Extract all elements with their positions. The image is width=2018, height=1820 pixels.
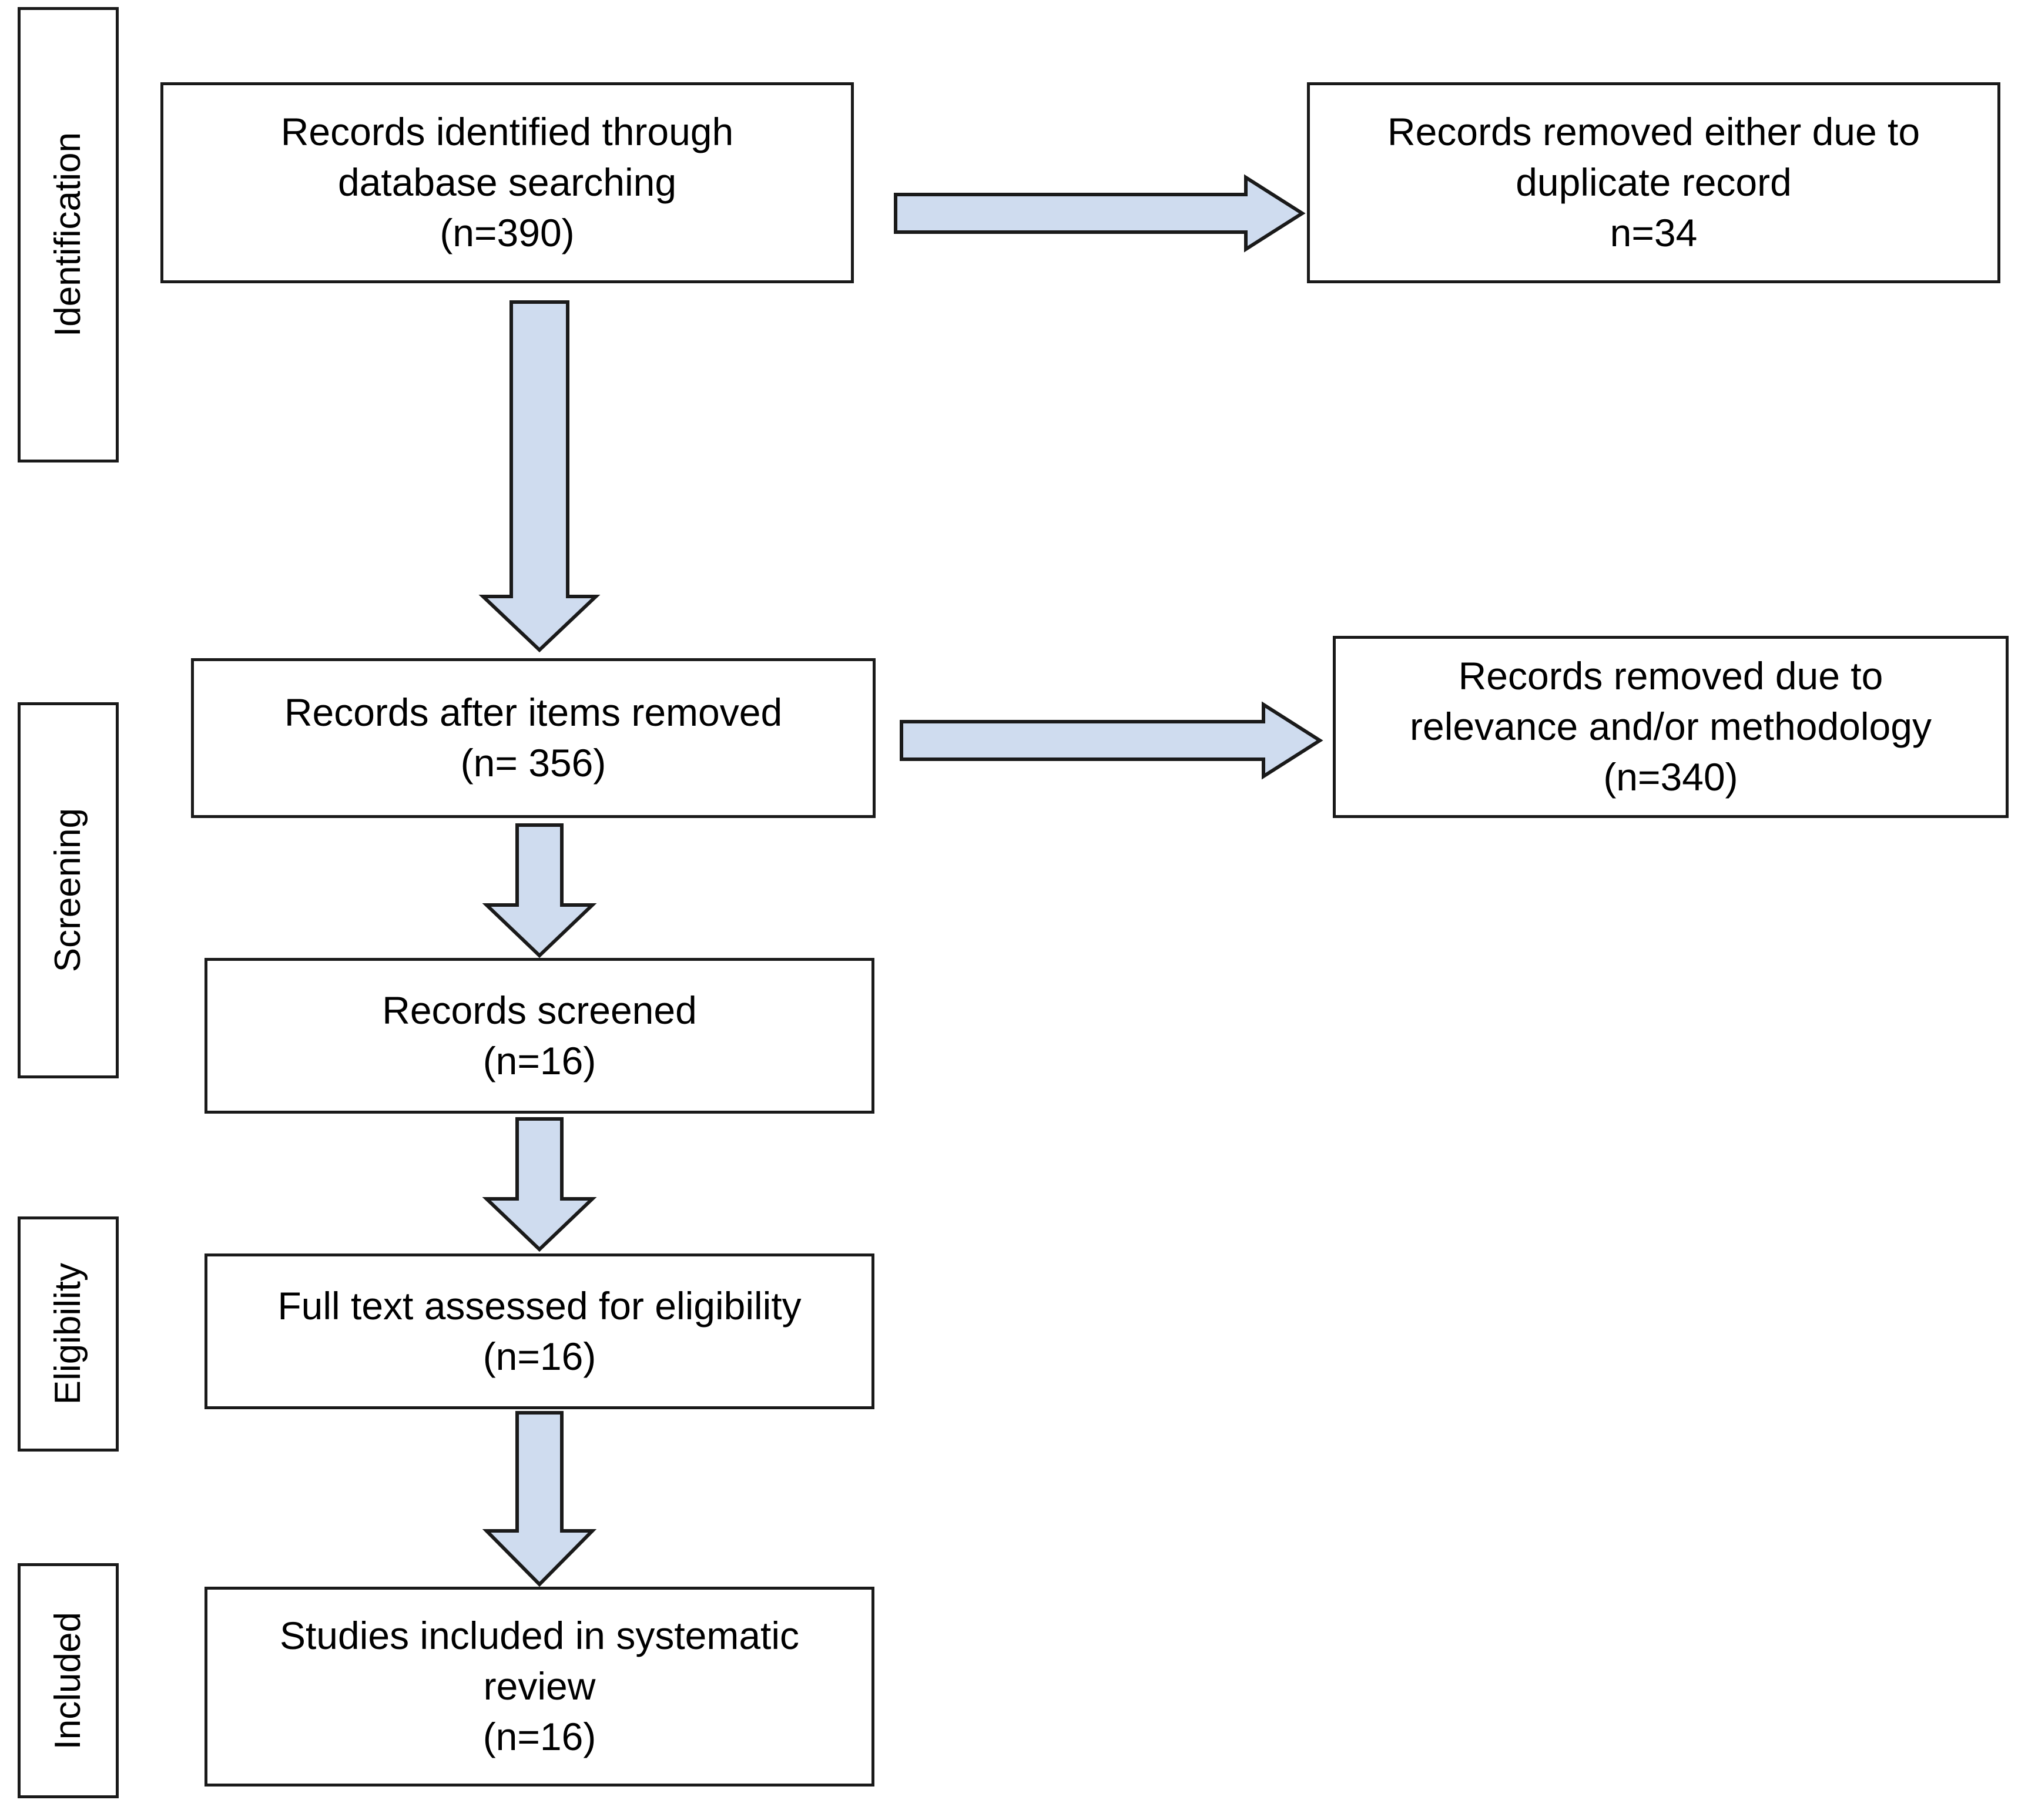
box-duplicates-removed-line3: n=34 (1610, 210, 1698, 254)
down-arrow-icon (482, 1117, 597, 1252)
stage-bar-included: Included (18, 1563, 119, 1798)
box-records-identified-line2: database searching (337, 160, 677, 205)
box-records-after-removal: Records after items removed (n= 356) (191, 658, 876, 818)
box-records-screened-line1: Records screened (382, 988, 697, 1032)
box-records-screened-line2: (n=16) (482, 1038, 596, 1082)
stage-label-included: Included (48, 1611, 88, 1750)
right-arrow-icon (894, 174, 1306, 253)
box-full-text-assessed: Full text assessed for eligibility (n=16… (205, 1253, 874, 1409)
box-records-screened: Records screened (n=16) (205, 958, 874, 1114)
stage-label-screening: Screening (48, 808, 88, 973)
stage-label-eligibility: Eligibility (48, 1263, 88, 1405)
right-arrow-icon (900, 701, 1323, 780)
arrow-identified-to-after-removal (478, 300, 601, 653)
box-records-identified-line1: Records identified through (280, 110, 734, 154)
box-full-text-assessed-line1: Full text assessed for eligibility (277, 1283, 802, 1328)
box-duplicates-removed-line1: Records removed either due to (1387, 110, 1920, 154)
stage-bar-eligibility: Eligibility (18, 1216, 119, 1452)
stage-bar-screening: Screening (18, 702, 119, 1078)
stage-label-identification: Identification (48, 132, 88, 337)
stage-bar-identification: Identification (18, 7, 119, 462)
down-arrow-icon (482, 823, 597, 958)
box-records-identified-line3: (n=390) (440, 210, 575, 254)
box-full-text-assessed-line2: (n=16) (482, 1334, 596, 1378)
box-studies-included: Studies included in systematic review (n… (205, 1587, 874, 1787)
box-studies-included-line2: review (483, 1664, 596, 1708)
box-records-after-removal-line2: (n= 356) (460, 741, 606, 785)
arrow-full-text-to-included (481, 1410, 598, 1587)
box-relevance-removed: Records removed due to relevance and/or … (1333, 636, 2009, 818)
arrow-after-removal-to-screened (481, 823, 598, 958)
box-records-after-removal-line1: Records after items removed (284, 691, 783, 735)
box-relevance-removed-line3: (n=340) (1603, 755, 1738, 799)
box-duplicates-removed-line2: duplicate record (1516, 160, 1792, 205)
down-arrow-icon (478, 300, 601, 653)
box-duplicates-removed: Records removed either due to duplicate … (1307, 82, 2000, 283)
box-relevance-removed-line1: Records removed due to (1458, 654, 1883, 698)
arrow-identified-to-duplicates (893, 174, 1306, 253)
box-studies-included-line1: Studies included in systematic (279, 1614, 800, 1658)
arrow-screened-to-full-text (481, 1117, 598, 1252)
box-records-identified: Records identified through database sear… (160, 82, 854, 283)
box-studies-included-line3: (n=16) (482, 1714, 596, 1758)
down-arrow-icon (482, 1411, 597, 1587)
box-relevance-removed-line2: relevance and/or methodology (1410, 705, 1932, 749)
arrow-after-removal-to-relevance (899, 701, 1323, 780)
